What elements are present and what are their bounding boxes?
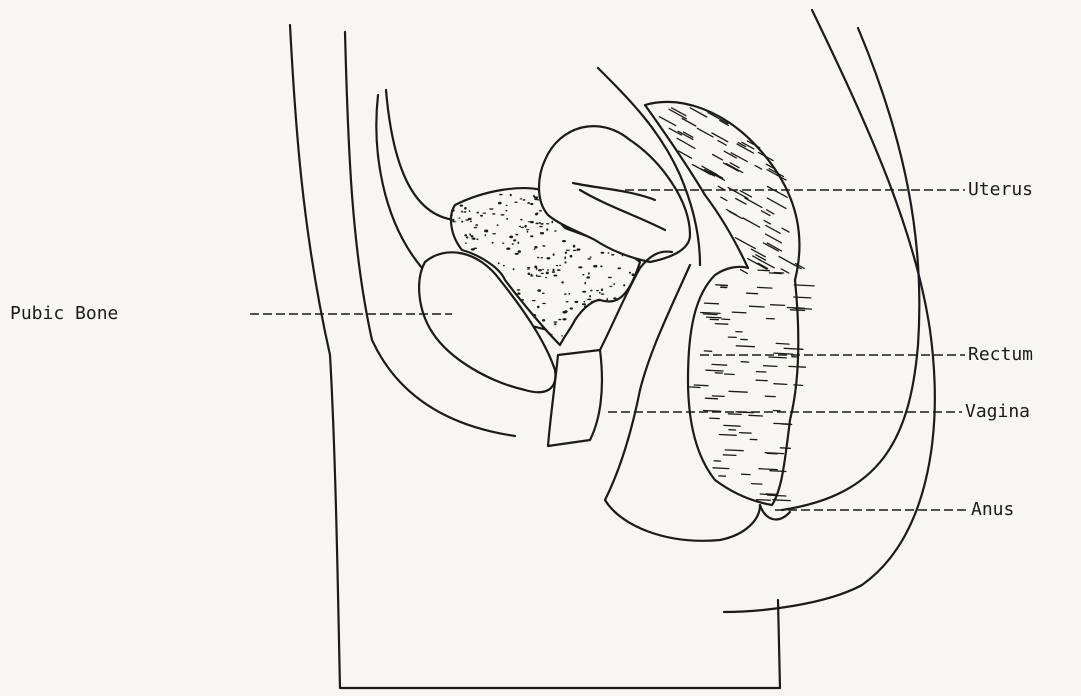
rectum-label: Rectum [968, 346, 1033, 364]
vagina-canal [548, 350, 602, 446]
anal-canal [760, 505, 790, 519]
anus-label: Anus [971, 501, 1014, 519]
rectum [645, 102, 799, 505]
pubic-bone-label: Pubic Bone [10, 305, 118, 323]
uterus-label: Uterus [968, 181, 1033, 199]
sacrum-line [782, 28, 919, 510]
bladder-membrane-inner [386, 90, 455, 220]
vagina-label: Vagina [965, 403, 1030, 421]
